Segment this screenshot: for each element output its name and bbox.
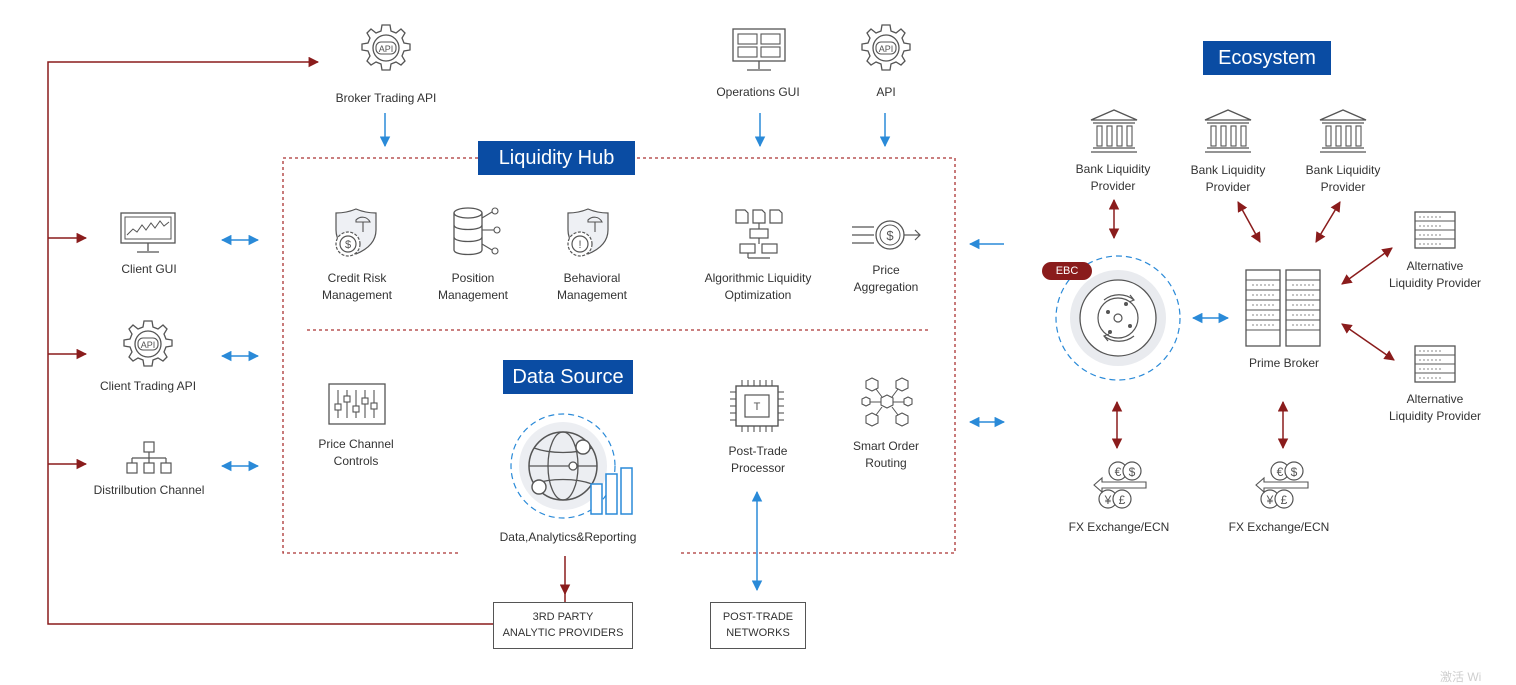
liquidity-hub-title: Liquidity Hub bbox=[478, 141, 635, 175]
bank-icon-2 bbox=[1202, 108, 1254, 154]
svg-text:$: $ bbox=[345, 239, 351, 251]
client-api-label: Client Trading API bbox=[99, 379, 197, 393]
server-icon bbox=[1413, 210, 1457, 250]
chip-icon: T bbox=[728, 378, 786, 434]
monitor-chart-icon bbox=[119, 211, 177, 257]
alt1-prime-link bbox=[1341, 247, 1393, 285]
data-source-title: Data Source bbox=[503, 360, 633, 394]
shield-dollar-icon: $ bbox=[330, 206, 382, 260]
client-gui-label: Client GUI bbox=[121, 262, 177, 276]
shield-alert-icon: ! bbox=[562, 206, 614, 260]
flowchart-icon bbox=[734, 207, 786, 261]
server-rack-icon bbox=[1244, 268, 1324, 348]
watermark-text: 激活 Wi bbox=[1440, 670, 1482, 684]
gear-api-icon-2: API bbox=[859, 22, 913, 76]
svg-text:!: ! bbox=[578, 239, 581, 251]
gear-api-icon: API bbox=[359, 22, 413, 76]
fx-exchange-label-1: FX Exchange/ECN bbox=[1068, 520, 1170, 534]
currency-exchange-icon: € $ ¥ £ bbox=[1092, 458, 1148, 514]
bank2-prime-link bbox=[1237, 201, 1261, 243]
prime-broker-label: Prime Broker bbox=[1248, 356, 1320, 370]
currency-exchange-icon-2: € $ ¥ £ bbox=[1254, 458, 1310, 514]
bank3-prime-link bbox=[1315, 201, 1341, 243]
api-icon-text: API bbox=[141, 340, 156, 350]
sliders-icon bbox=[327, 382, 387, 426]
ebc-badge: EBC bbox=[1042, 262, 1092, 280]
monitor-grid-icon bbox=[731, 27, 787, 75]
ops-gui-label: Operations GUI bbox=[716, 85, 800, 99]
chip-icon-text: T bbox=[754, 401, 761, 413]
svg-text:£: £ bbox=[1281, 493, 1288, 507]
hierarchy-icon bbox=[124, 440, 174, 476]
bank-icon bbox=[1088, 108, 1140, 154]
svg-text:$: $ bbox=[1291, 465, 1298, 479]
svg-text:£: £ bbox=[1119, 493, 1126, 507]
gear-api-icon-3: API bbox=[121, 318, 175, 372]
bank-icon-3 bbox=[1317, 108, 1369, 154]
svg-text:$: $ bbox=[886, 228, 894, 243]
broker-api-label: Broker Trading API bbox=[335, 91, 437, 105]
database-icon bbox=[450, 206, 504, 258]
globe-analytics-icon bbox=[505, 410, 637, 520]
svg-text:$: $ bbox=[1129, 465, 1136, 479]
svg-text:¥: ¥ bbox=[1266, 493, 1274, 507]
api-icon-text: API bbox=[379, 44, 394, 54]
network-cubes-icon bbox=[860, 377, 914, 432]
ecosystem-title: Ecosystem bbox=[1203, 41, 1331, 75]
api-label: API bbox=[876, 85, 896, 99]
coin-arrows-icon: $ bbox=[850, 216, 924, 256]
distribution-label: Distrilbution Channel bbox=[93, 483, 205, 497]
server-icon-2 bbox=[1413, 344, 1457, 384]
svg-text:€: € bbox=[1115, 465, 1122, 479]
data-analytics-label: Data,Analytics&Reporting bbox=[499, 530, 637, 544]
alt2-prime-link bbox=[1341, 323, 1395, 361]
svg-text:¥: ¥ bbox=[1104, 493, 1112, 507]
svg-text:€: € bbox=[1277, 465, 1284, 479]
fx-exchange-label-2: FX Exchange/ECN bbox=[1228, 520, 1330, 534]
api-icon-text: API bbox=[879, 44, 894, 54]
ebc-exchange-icon bbox=[1052, 252, 1184, 384]
